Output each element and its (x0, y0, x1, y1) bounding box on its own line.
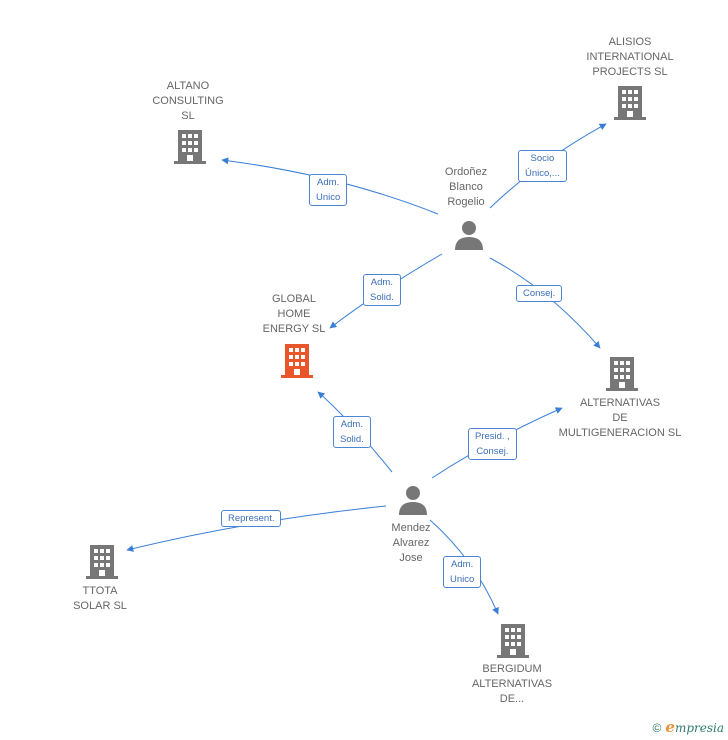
brand-logo-text: mpresia (674, 721, 724, 735)
building-icon[interactable] (86, 545, 118, 579)
edge-label-ordonez-alternativas: Consej. (516, 285, 563, 302)
person-icon[interactable] (398, 485, 428, 515)
building-icon[interactable] (614, 86, 646, 120)
node-label-mendez[interactable]: Mendez Alvarez Jose (391, 522, 431, 564)
edge-label-mendez-ttota: Represent. (221, 510, 282, 527)
node-label-alisios[interactable]: ALISIOS INTERNATIONAL PROJECTS SL (586, 36, 674, 78)
node-label-global-home[interactable]: GLOBAL HOME ENERGY SL (262, 293, 326, 335)
node-label-altano[interactable]: ALTANO CONSULTING SL (152, 80, 224, 122)
brand-logo-initial: e (665, 718, 675, 736)
node-label-bergidum[interactable]: BERGIDUM ALTERNATIVAS DE... (471, 663, 553, 705)
edge-label-ordonez-alisios: Socio Único,... (518, 150, 567, 182)
copyright-symbol: © (652, 721, 662, 735)
edge-ordonez-alternativas (489, 257, 601, 349)
building-icon[interactable] (606, 357, 638, 391)
edge-label-mendez-bergidum: Adm. Unico (443, 556, 482, 588)
node-label-ttota[interactable]: TTOTA SOLAR SL (73, 585, 127, 612)
node-label-alternativas[interactable]: ALTERNATIVAS DE MULTIGENERACION SL (558, 397, 682, 439)
edge-label-ordonez-altano: Adm. Unico (309, 174, 348, 206)
person-icon[interactable] (454, 220, 484, 250)
building-icon[interactable] (174, 130, 206, 164)
building-icon-highlighted[interactable] (281, 344, 313, 378)
building-icon[interactable] (497, 624, 529, 658)
brand-footer[interactable]: ©empresia (653, 718, 724, 736)
edge-label-ordonez-global: Adm. Solid. (363, 274, 401, 306)
edge-label-mendez-alternativas: Presid. , Consej. (468, 428, 517, 460)
node-label-ordonez[interactable]: Ordoñez Blanco Rogelio (444, 166, 488, 208)
edge-label-mendez-global: Adm. Solid. (333, 416, 371, 448)
